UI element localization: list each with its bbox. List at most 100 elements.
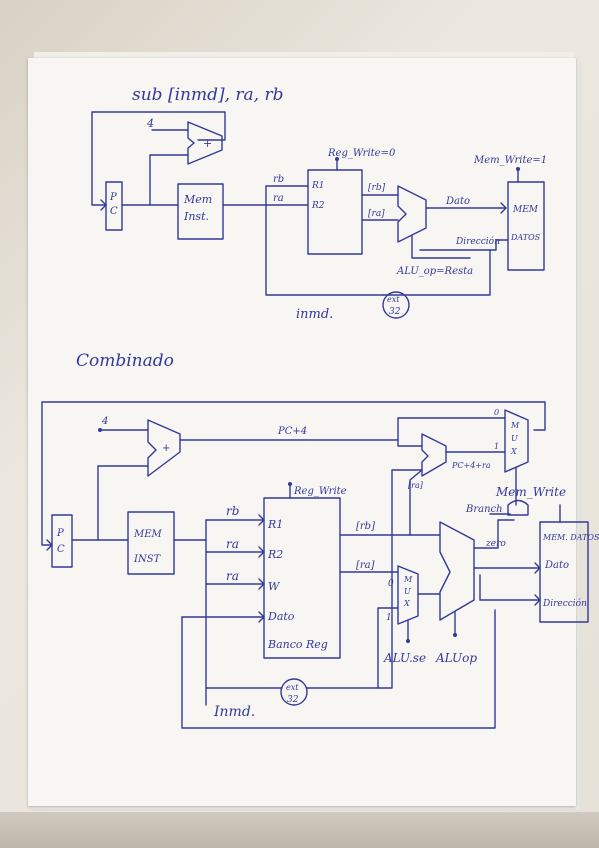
bottom-out-ra: [ra] <box>356 560 375 571</box>
top-reg-write: Reg_Write=0 <box>327 148 396 159</box>
bottom-writeback-wire <box>181 609 496 729</box>
top-mem-inst-l1: Mem <box>183 193 212 206</box>
bottom-mem-inst-l1: MEM <box>133 529 163 540</box>
bottom-adder-const-dot <box>98 428 102 432</box>
bottom-dato-in: Dato <box>267 610 295 623</box>
bottom-pc4-wire <box>179 417 506 441</box>
bottom-mux-top-u: U <box>511 434 518 443</box>
top-mem-inst <box>177 183 224 240</box>
bottom-adder-sign: + <box>162 443 170 454</box>
bottom-alu-mux <box>397 565 419 625</box>
bottom-aluop-dot <box>453 633 457 637</box>
bottom-w: W <box>268 580 281 593</box>
bottom-mux-alu-x: X <box>403 599 410 608</box>
bottom-zero-wire <box>473 519 515 549</box>
bottom-adder-const: 4 <box>101 416 108 427</box>
bottom-adder <box>147 419 181 477</box>
top-memwrite-dot <box>516 167 520 171</box>
top-mem-datos-l1: MEM <box>512 205 539 215</box>
bottom-mux-top-x: X <box>510 447 517 456</box>
top-pc-label-c: C <box>110 206 118 217</box>
top-r2: R2 <box>311 201 325 211</box>
bottom-in-ra2: ra <box>226 569 239 583</box>
bottom-out-rb: [rb] <box>356 521 375 532</box>
bottom-mem-inst <box>127 511 175 575</box>
bottom-reg-write: Reg_Write <box>293 486 347 497</box>
top-out-rb: [rb] <box>368 183 386 193</box>
top-alu-op: ALU_op=Resta <box>396 266 473 277</box>
top-pc-label-p: P <box>109 192 117 203</box>
bottom-pc-c: C <box>57 544 65 555</box>
top-ext-out-wire <box>383 249 491 296</box>
bottom-pc-ra: PC+4+ra <box>451 461 491 470</box>
top-adder-sign: + <box>203 137 212 150</box>
bottom-alu-op: ALUop <box>435 651 477 665</box>
top-pc-register <box>105 181 123 231</box>
bottom-alu-se-dot <box>406 639 410 643</box>
bottom-alu-to-dir-wire <box>479 574 541 601</box>
bottom-mem-datos <box>539 521 589 623</box>
table-surface <box>0 812 599 848</box>
bottom-mux-top-0: 0 <box>494 408 499 417</box>
bottom-ext-circle <box>280 678 308 706</box>
bottom-mux-alu-m: M <box>403 575 413 584</box>
bottom-pc4-branch <box>397 439 423 447</box>
top-mem-write: Mem_Write=1 <box>473 155 547 166</box>
top-in-ra: ra <box>273 193 284 204</box>
pc-feedback-wire <box>91 111 226 206</box>
top-ext-circle <box>382 291 410 319</box>
bottom-zero: zero <box>485 539 506 549</box>
bottom-pc-to-adder-wire <box>97 465 149 541</box>
top-ext: ext <box>387 295 400 304</box>
pc-to-adder-wire <box>149 154 189 206</box>
bottom-pc-register <box>51 514 73 568</box>
bottom-ra-bracket: [ra] <box>408 481 424 490</box>
bottom-banco: Banco Reg <box>267 638 328 651</box>
bottom-ext-to-mux-wire <box>306 607 399 689</box>
top-title: sub [inmd], ra, rb <box>132 85 284 105</box>
bottom-mem-inst-l2: INST <box>133 554 162 565</box>
top-mem-datos <box>507 181 545 271</box>
rb-wire <box>222 185 309 206</box>
bottom-dato: Dato <box>544 560 569 571</box>
top-regwrite-dot <box>335 157 339 161</box>
top-in-rb: rb <box>273 174 284 185</box>
top-direccion: Dirección <box>455 236 500 247</box>
bottom-mux-alu-1: 1 <box>386 613 392 623</box>
bottom-diagram: + 4 PC+4 PC+4+ra [ra] M U X 0 1 P C MEM … <box>41 401 599 729</box>
bottom-in-rb: rb <box>226 504 239 518</box>
combined-title: Combinado <box>76 351 174 371</box>
bottom-ext-to-branch-wire <box>377 469 423 689</box>
top-inmd: inmd. <box>296 307 333 322</box>
bottom-mem-datos-label: MEM. DATOS <box>542 533 599 542</box>
top-diagram: sub [inmd], ra, rb + 4 P C Mem Inst. rb … <box>91 85 547 322</box>
bottom-pc-p: P <box>56 528 64 539</box>
bottom-branch: Branch <box>465 504 503 515</box>
bottom-mux-alu-0: 0 <box>388 579 394 589</box>
top-adder-const: 4 <box>146 117 154 130</box>
top-ext-32: 32 <box>389 307 401 317</box>
bottom-ext-32: 32 <box>287 695 299 705</box>
bottom-feedback-wire <box>41 401 546 546</box>
bottom-in-ra1: ra <box>226 537 239 551</box>
bottom-alu <box>439 521 475 621</box>
bottom-top-mux <box>504 409 529 473</box>
bottom-regwrite-dot <box>288 482 292 486</box>
top-register-file <box>307 169 363 255</box>
bottom-mux-top-1: 1 <box>494 442 499 451</box>
bottom-ra-to-branch-wire <box>409 469 423 536</box>
top-dato-arrow <box>500 202 507 214</box>
bottom-inmd: Inmd. <box>213 704 255 720</box>
bottom-mux-alu-u: U <box>404 587 411 596</box>
bottom-mem-write: Mem_Write <box>495 485 566 499</box>
bottom-register-bank <box>263 497 341 659</box>
top-alu <box>397 185 427 243</box>
top-direccion-wire <box>419 239 509 251</box>
bottom-mux-top-m: M <box>510 421 520 430</box>
top-mem-inst-l2: Inst. <box>183 210 209 223</box>
top-out-ra: [ra] <box>368 209 385 219</box>
top-aluop-wire <box>411 235 471 259</box>
bottom-ext: ext <box>286 683 299 692</box>
bottom-and-gate <box>507 499 529 516</box>
